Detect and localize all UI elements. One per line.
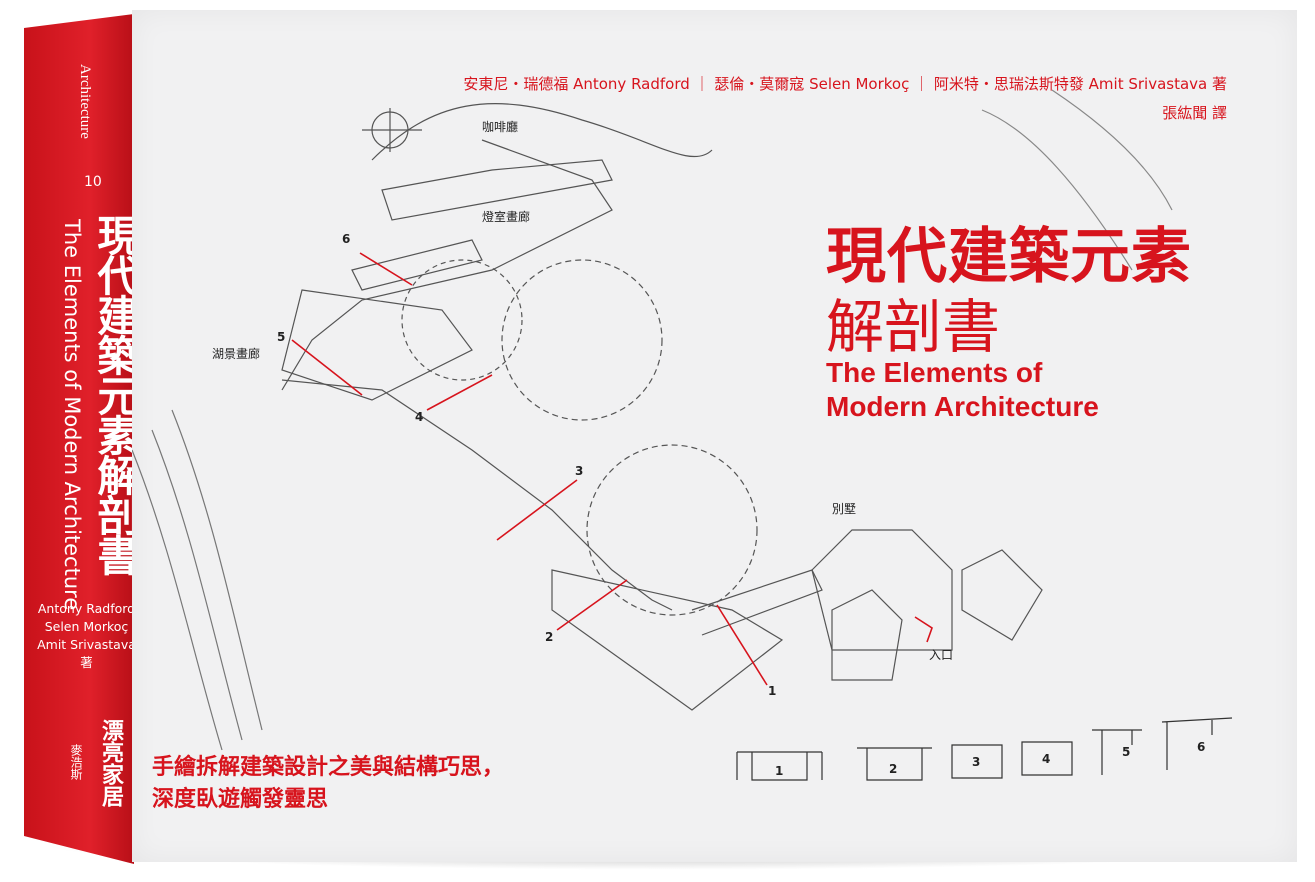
tree bbox=[401, 259, 523, 381]
spine-series: Architecture bbox=[77, 64, 93, 139]
tagline-line2: 深度臥遊觸發靈思 bbox=[152, 787, 329, 812]
callout-2: 2 bbox=[545, 630, 554, 644]
spine-author: Antony Radford bbox=[37, 601, 136, 616]
title-en-line1: The Elements of bbox=[826, 357, 1043, 388]
spine-author: Selen Morkoç bbox=[44, 619, 129, 634]
callout-4: 4 bbox=[415, 410, 424, 424]
section-label-6: 6 bbox=[1197, 740, 1206, 754]
label-gallery-light: 燈室畫廊 bbox=[482, 210, 531, 224]
callout-6: 6 bbox=[342, 232, 351, 246]
section-label-3: 3 bbox=[972, 755, 981, 769]
callout-3: 3 bbox=[575, 464, 584, 478]
label-gallery-lake: 湖景畫廊 bbox=[212, 347, 261, 361]
tagline: 手繪拆解建築設計之美與結構巧思， 深度臥遊觸發靈思 bbox=[152, 752, 504, 816]
tree bbox=[586, 444, 758, 616]
title-zh-line2: 解剖書 bbox=[826, 293, 1001, 361]
spine-title-en: The Elements of Modern Architecture bbox=[60, 219, 84, 611]
translator-line: 張紘聞 譯 bbox=[1162, 104, 1227, 122]
title-zh-line1: 現代建築元素 bbox=[826, 222, 1192, 292]
tagline-line1: 手繪拆解建築設計之美與結構巧思， bbox=[152, 755, 505, 780]
title-en-line2: Modern Architecture bbox=[826, 391, 1099, 422]
section-strip bbox=[736, 717, 1233, 781]
callout-1: 1 bbox=[768, 684, 777, 698]
section-label-1: 1 bbox=[775, 764, 784, 778]
label-villa: 別墅 bbox=[832, 502, 857, 516]
authors-line: 安東尼・瑞德福 Antony Radford ｜ 瑟倫・莫爾寇 Selen Mo… bbox=[463, 75, 1227, 93]
callout-lines bbox=[291, 252, 933, 686]
label-cafe: 咖啡廳 bbox=[482, 120, 519, 134]
tree bbox=[501, 259, 663, 421]
spine-publisher-sub: 麥浩斯 bbox=[69, 744, 83, 780]
section-label-4: 4 bbox=[1042, 752, 1051, 766]
callout-5: 5 bbox=[277, 330, 286, 344]
spine-authors: Antony Radford Selen Morkoç Amit Srivast… bbox=[34, 600, 139, 672]
label-entrance: 入口 bbox=[929, 648, 954, 662]
spine-author: Amit Srivastava bbox=[37, 637, 136, 652]
contour bbox=[281, 139, 613, 391]
front-cover: 咖啡廳 燈室畫廊 湖景畫廊 別墅 入口 1 2 3 4 5 6 1 2 3 4 … bbox=[132, 10, 1297, 862]
spine-title-zh: 現代建築元素解剖書 bbox=[91, 214, 140, 574]
spine-publisher: 漂亮家居 bbox=[98, 719, 123, 807]
entrance-arrow bbox=[914, 616, 933, 643]
architecture-sketch bbox=[132, 89, 1233, 781]
book-spine: Architecture 10 現代建築元素解剖書 The Elements o… bbox=[24, 14, 134, 864]
section-label-2: 2 bbox=[889, 762, 898, 776]
title-en: The Elements of Modern Architecture bbox=[826, 356, 1099, 424]
section-label-5: 5 bbox=[1122, 745, 1131, 759]
spine-author-suffix: 著 bbox=[80, 655, 93, 670]
spine-number: 10 bbox=[84, 174, 102, 190]
